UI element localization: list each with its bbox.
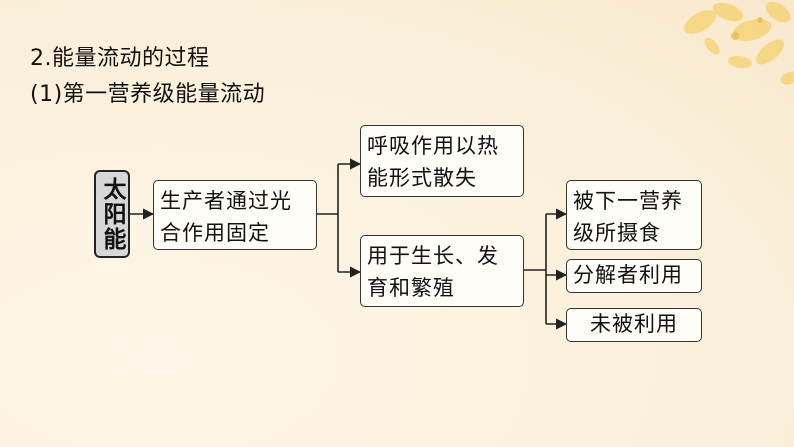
next-level-box: 被下一营养 级所摄食 [566, 180, 702, 250]
solar-energy-box: 太阳能 [94, 170, 130, 258]
sub-heading: (1)第一营养级能量流动 [30, 82, 266, 107]
decomposer-box: 分解者利用 [566, 259, 702, 293]
unused-box: 未被利用 [566, 308, 702, 342]
respiration-box: 呼吸作用以热 能形式散失 [360, 125, 524, 197]
producer-box: 生产者通过光 合作用固定 [153, 180, 317, 250]
growth-box: 用于生长、发 育和繁殖 [360, 235, 524, 307]
section-heading: 2.能量流动的过程 [30, 46, 210, 71]
